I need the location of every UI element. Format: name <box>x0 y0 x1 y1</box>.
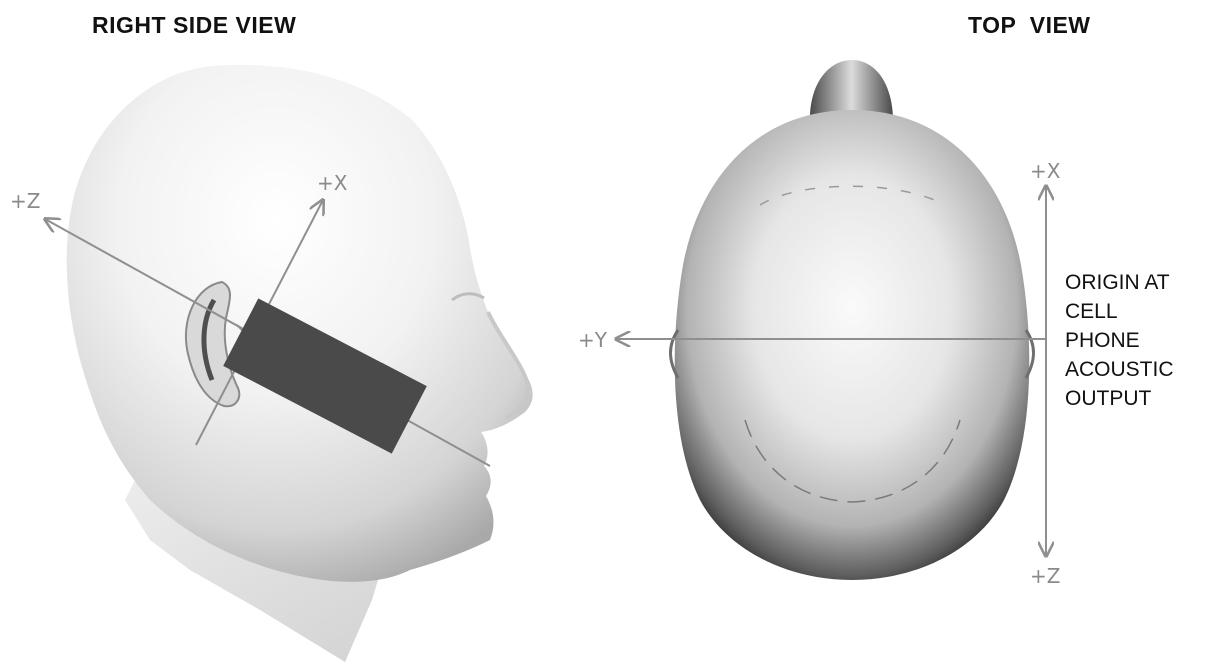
side-x-label: +X <box>317 171 348 195</box>
origin-note-line: ACOUSTIC <box>1065 355 1174 384</box>
top-head-outline <box>675 110 1030 580</box>
origin-note-line: ORIGIN AT <box>1065 268 1174 297</box>
origin-note-line: OUTPUT <box>1065 384 1174 413</box>
origin-note: ORIGIN AT CELL PHONE ACOUSTIC OUTPUT <box>1065 268 1174 413</box>
top-view-head <box>671 60 1034 580</box>
side-z-label: +Z <box>10 189 40 213</box>
origin-note-line: CELL <box>1065 297 1174 326</box>
top-z-label: +Z <box>1030 564 1060 588</box>
top-x-label: +X <box>1030 159 1061 183</box>
top-y-label: +Y <box>578 328 608 352</box>
origin-note-line: PHONE <box>1065 326 1174 355</box>
